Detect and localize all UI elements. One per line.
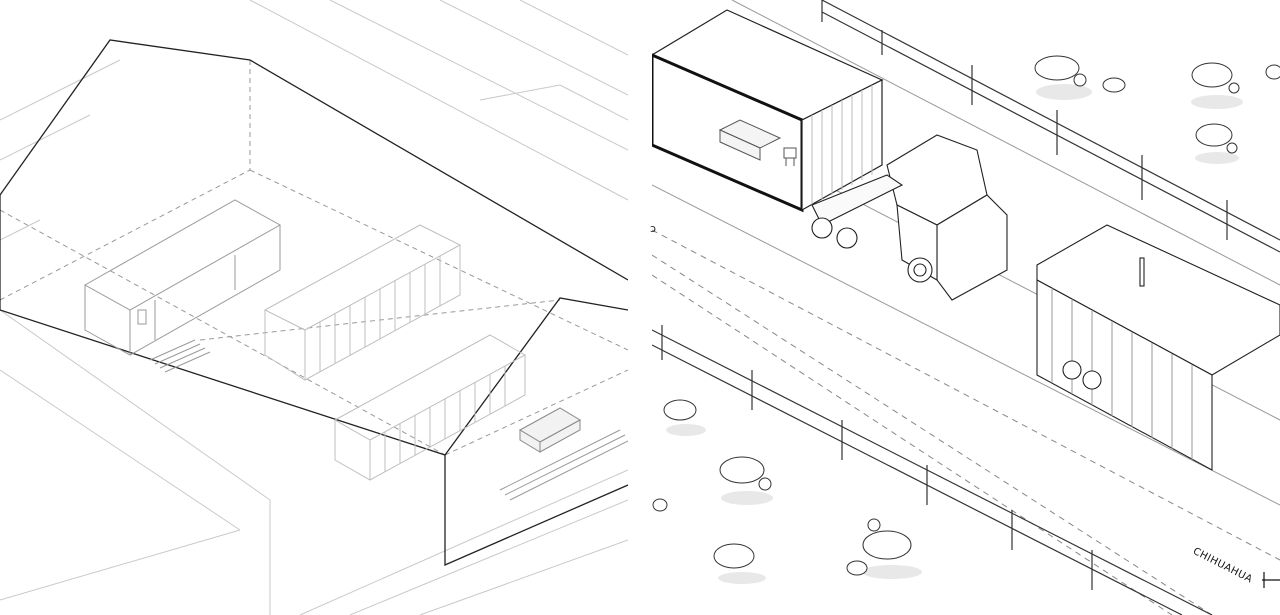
cow-10	[846, 560, 868, 576]
cow-4	[1195, 123, 1238, 154]
crate	[518, 407, 582, 453]
container-open-1	[263, 224, 462, 381]
cow-6	[719, 456, 772, 491]
cow-11	[1265, 64, 1280, 80]
context-lines	[0, 0, 628, 615]
edge-glyph: ↄ	[650, 222, 657, 235]
cows	[652, 55, 1280, 576]
warehouse-isometric-panel	[0, 0, 628, 615]
container-office	[83, 199, 282, 356]
cow-7	[652, 498, 668, 512]
chair-furniture	[783, 147, 797, 166]
pallet-planks-right	[499, 429, 628, 501]
cow-2	[1102, 77, 1126, 93]
lane-dashes	[652, 229, 1280, 615]
trailer-right	[1036, 224, 1280, 471]
cow-3	[1191, 62, 1240, 94]
container-ribs-1	[319, 256, 441, 372]
cow-5	[663, 399, 697, 421]
cow-1	[1034, 55, 1087, 87]
container-open-2	[333, 334, 527, 481]
highway-drawing	[652, 0, 1280, 615]
fence-top	[821, 0, 1280, 253]
warehouse-drawing	[0, 0, 628, 615]
cow-9	[862, 518, 912, 560]
cow-shadows	[666, 84, 1243, 584]
highway-isometric-panel	[652, 0, 1280, 615]
pallet-planks-left	[149, 339, 211, 373]
trailer-right-ribs	[1051, 288, 1193, 460]
truck-cab	[811, 134, 1008, 301]
cow-8	[713, 543, 755, 569]
trailer-cutaway	[652, 9, 884, 213]
fence-bottom	[652, 325, 1213, 615]
sofa-furniture	[718, 119, 782, 161]
panel-gutter	[628, 0, 652, 615]
hidden-lines	[0, 60, 628, 456]
warehouse-outline	[0, 39, 628, 566]
container-ribs-2	[384, 366, 506, 472]
road-arrow	[1262, 572, 1280, 588]
trailer-ribs	[811, 85, 873, 205]
